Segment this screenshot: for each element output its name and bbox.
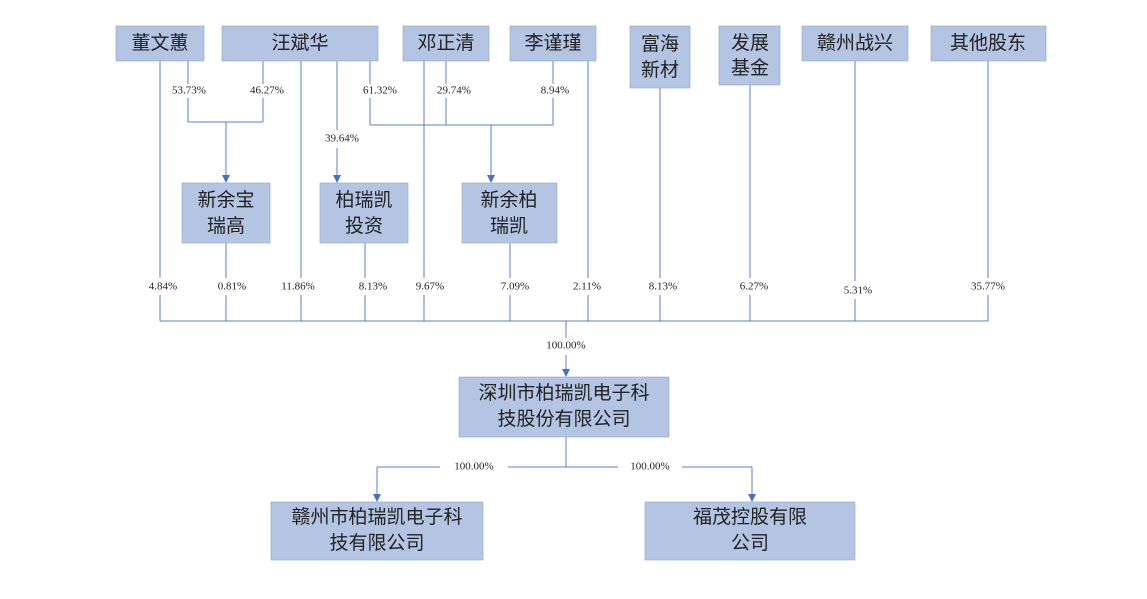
- pct-xinyu-boruikai-to-shenzhen: 7.09%: [501, 281, 529, 293]
- pct-dong-to-baoruigao: 53.73%: [172, 85, 206, 97]
- node-qita-gudong: 其他股东: [930, 25, 1047, 62]
- node-label: 董文蕙: [131, 32, 188, 54]
- node-shenzhen-boruikai: 深圳市柏瑞凯电子科 技股份有限公司: [458, 376, 670, 438]
- node-label-line1: 赣州市柏瑞凯电子科: [291, 506, 462, 528]
- node-label-line2: 公司: [731, 532, 769, 554]
- arrow-to-shenzhen-boruikai: [562, 369, 570, 377]
- node-label-line1: 柏瑞凯: [335, 189, 392, 211]
- arrow-to-boruikai-touzi: [333, 175, 341, 183]
- node-dong-wenhui: 董文蕙: [115, 25, 205, 62]
- node-label-line2: 瑞凯: [490, 215, 528, 237]
- pct-wang-to-baoruigao: 46.27%: [250, 85, 284, 97]
- arrow-to-fumao-konggu: [748, 494, 756, 502]
- ownership-percentages: 53.73% 46.27% 39.64% 61.32% 29.74% 8.94%…: [149, 85, 1005, 473]
- arrow-to-xinyu-boruikai: [487, 175, 495, 183]
- node-label-line2: 新材: [641, 59, 679, 81]
- node-label-line1: 新余柏: [480, 189, 537, 211]
- pct-shenzhen-to-ganzhou: 100.00%: [454, 461, 493, 473]
- pct-fuhai-to-shenzhen: 8.13%: [649, 281, 677, 293]
- node-label: 李谨瑾: [524, 32, 581, 54]
- node-fumao-konggu: 福茂控股有限 公司: [644, 501, 856, 561]
- node-deng-zhengqing: 邓正清: [402, 25, 490, 62]
- node-label-line1: 富海: [641, 33, 679, 55]
- node-label: 汪斌华: [271, 32, 328, 54]
- node-label-line1: 深圳市柏瑞凯电子科: [478, 382, 649, 404]
- node-label-line2: 技有限公司: [329, 532, 424, 554]
- node-ganzhou-zhanxing: 赣州战兴: [801, 25, 909, 62]
- arrow-to-xinyu-baoruigao: [222, 175, 230, 183]
- node-label-line2: 基金: [731, 57, 769, 79]
- pct-total-to-shenzhen: 100.00%: [546, 340, 585, 352]
- node-label-line1: 发展: [731, 32, 769, 54]
- pct-deng-to-xinyu-boruikai: 29.74%: [437, 85, 471, 97]
- arrowheads: [222, 175, 756, 502]
- pct-dong-to-shenzhen: 4.84%: [149, 281, 177, 293]
- node-xinyu-boruikai: 新余柏 瑞凯: [461, 182, 558, 244]
- node-wang-binhua: 汪斌华: [221, 25, 379, 62]
- node-fazhan-jijin: 发展 基金: [718, 25, 781, 86]
- pct-baoruigao-to-shenzhen: 0.81%: [218, 281, 246, 293]
- node-ganzhou-boruikai: 赣州市柏瑞凯电子科 技有限公司: [270, 501, 484, 561]
- node-fuhai-xincai: 富海 新材: [629, 25, 691, 89]
- node-label-line2: 技股份有限公司: [497, 408, 630, 430]
- pct-shenzhen-to-fumao: 100.00%: [630, 461, 669, 473]
- node-label: 其他股东: [950, 32, 1026, 54]
- pct-zhanxing-to-shenzhen: 5.31%: [844, 285, 872, 297]
- node-label: 邓正清: [417, 32, 474, 54]
- pct-deng-to-shenzhen: 9.67%: [416, 281, 444, 293]
- pct-wang-to-shenzhen: 11.86%: [281, 281, 315, 293]
- node-label: 赣州战兴: [817, 32, 893, 54]
- node-xinyu-baoruigao: 新余宝 瑞高: [181, 182, 271, 244]
- pct-li-to-shenzhen: 2.11%: [573, 281, 601, 293]
- pct-fazhan-to-shenzhen: 6.27%: [740, 281, 768, 293]
- pct-touzi-to-shenzhen: 8.13%: [359, 281, 387, 293]
- node-label-line2: 投资: [345, 215, 383, 237]
- node-label-line1: 新余宝: [197, 189, 254, 211]
- node-li-jinjin: 李谨瑾: [509, 25, 597, 62]
- pct-wang-to-xinyu-boruikai: 61.32%: [363, 85, 397, 97]
- node-boruikai-touzi: 柏瑞凯 投资: [319, 182, 409, 244]
- node-label-line1: 福茂控股有限: [693, 506, 807, 528]
- pct-wang-to-touzi: 39.64%: [325, 133, 359, 145]
- pct-li-to-xinyu-boruikai: 8.94%: [541, 85, 569, 97]
- arrow-to-ganzhou-boruikai: [373, 494, 381, 502]
- connector-lines: [159, 61, 989, 498]
- pct-qita-to-shenzhen: 35.77%: [971, 281, 1005, 293]
- node-label-line2: 瑞高: [207, 215, 245, 237]
